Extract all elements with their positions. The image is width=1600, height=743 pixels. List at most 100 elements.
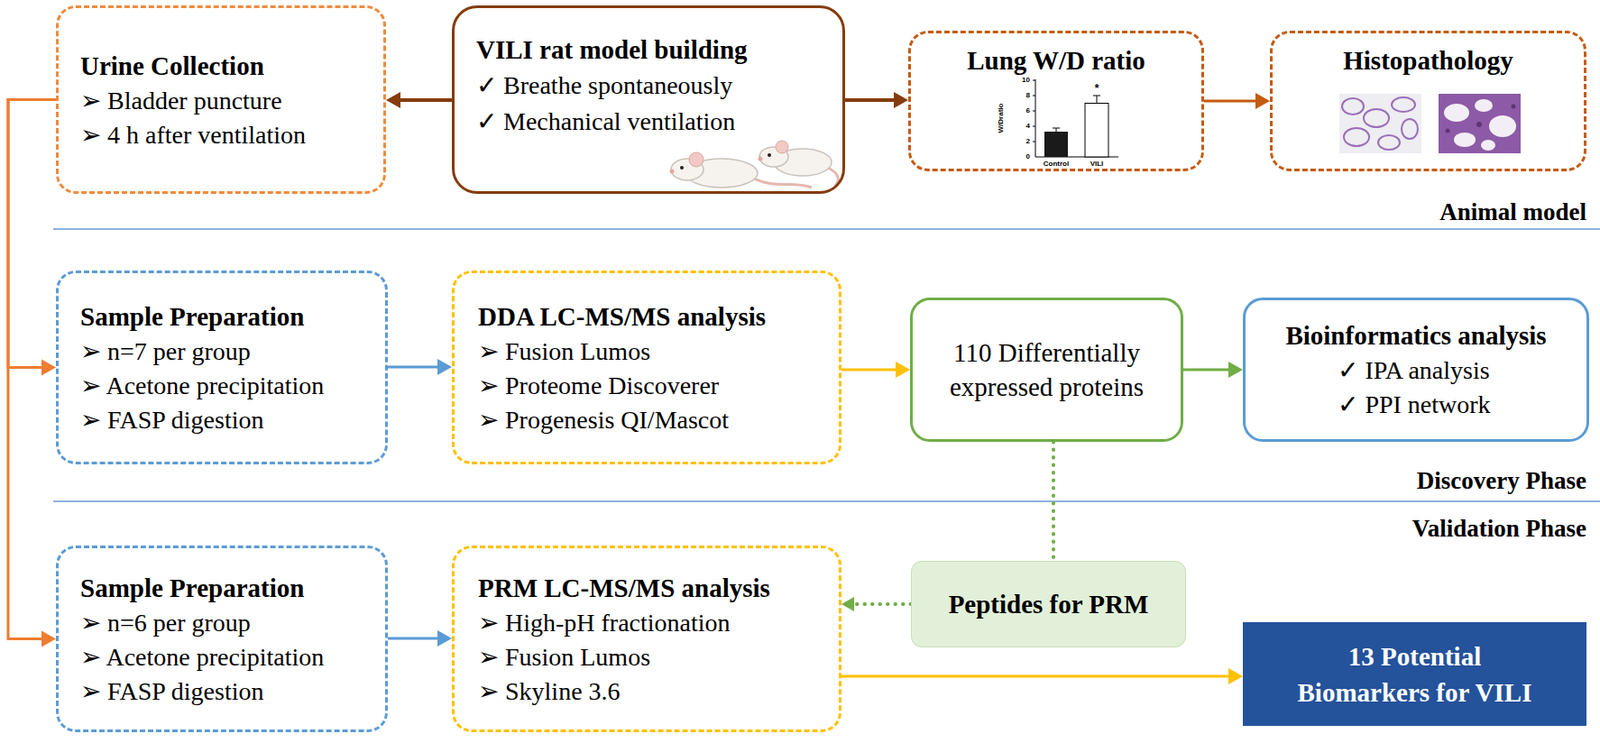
text-group: Lung W/D ratio <box>966 42 1146 79</box>
process-box: Sample Preparation➢ n=7 per group➢ Aceto… <box>55 270 388 465</box>
model-box: VILI rat model building✓ Breathe spontan… <box>451 5 846 194</box>
box-text: ➢ Progenesis QI/Mascot <box>478 403 729 438</box>
connector-line <box>8 100 56 368</box>
box-text: ➢ n=7 per group <box>80 334 251 369</box>
arrow-head <box>841 597 855 612</box>
text-group: Peptides for PRM <box>948 586 1150 623</box>
text-group: VILI rat model building✓ Breathe spontan… <box>476 31 748 140</box>
connector <box>1204 92 1270 110</box>
process-box: PRM LC-MS/MS analysis➢ High-pH fractiona… <box>451 545 842 733</box>
box-title: Peptides for PRM <box>948 586 1150 623</box>
input-box: Peptides for PRM <box>910 560 1187 648</box>
box-title: Sample Preparation <box>80 570 304 607</box>
output-box: 13 Potential Biomarkers for VILI <box>1242 622 1587 727</box>
analysis-box: Bioinformatics analysis✓ IPA analysis✓ P… <box>1242 297 1590 442</box>
section-label: Animal model <box>1315 198 1587 226</box>
arrow-head <box>41 359 56 377</box>
box-text: ✓ Mechanical ventilation <box>476 103 736 140</box>
box-title: Histopathology <box>1342 42 1514 79</box>
axis-tick: 10 <box>1008 75 1030 85</box>
text-group: Bioinformatics analysis✓ IPA analysis✓ P… <box>1285 317 1546 423</box>
significance-mark: * <box>1087 83 1106 93</box>
arrow-head <box>1228 668 1243 685</box>
box-title: Urine Collection <box>80 47 265 84</box>
box-title: DDA LC-MS/MS analysis <box>478 298 766 335</box>
process-box: Sample Preparation➢ n=6 per group➢ Aceto… <box>55 545 388 733</box>
box-title: 13 Potential Biomarkers for VILI <box>1279 638 1551 711</box>
arrow-head <box>437 358 452 376</box>
section-divider <box>53 500 1600 503</box>
connector <box>841 668 1243 685</box>
connector <box>387 358 452 376</box>
connector <box>387 630 452 647</box>
axis-tick: 6 <box>1008 106 1030 116</box>
box-title: 110 Differentially expressed proteins <box>928 335 1166 405</box>
box-text: ➢ FASP digestion <box>80 403 264 438</box>
text-group: 110 Differentially expressed proteins <box>928 335 1166 405</box>
connector <box>8 100 56 377</box>
connector-line <box>852 602 911 607</box>
connector-line <box>841 368 898 372</box>
text-group: Histopathology <box>1342 42 1514 79</box>
arrow-head <box>895 361 911 378</box>
axis-category: Control <box>1033 159 1079 169</box>
box-text: ➢ Bladder puncture <box>80 83 283 119</box>
box-title: Sample Preparation <box>80 298 304 335</box>
box-text: ➢ Acetone precipitation <box>80 368 324 404</box>
text-group: 13 Potential Biomarkers for VILI <box>1279 638 1551 711</box>
box-text: ➢ Acetone precipitation <box>80 640 324 675</box>
box-text: ➢ Skyline 3.6 <box>478 674 621 709</box>
connector <box>841 597 911 612</box>
connector <box>1183 361 1243 378</box>
connector-line <box>845 98 896 102</box>
arrow-head <box>1255 92 1270 110</box>
box-text: ➢ Proteome Discoverer <box>478 368 719 404</box>
axis-title: W/Dratio <box>996 95 1006 141</box>
section-label: Validation Phase <box>1315 514 1587 543</box>
arrow-head <box>437 630 452 647</box>
connector-line <box>398 98 452 102</box>
axis-tick: 4 <box>1008 121 1030 131</box>
connector-line <box>1204 100 1258 103</box>
box-text: ➢ High-pH fractionation <box>478 606 731 641</box>
box-text: ✓ Breathe spontaneously <box>476 67 733 104</box>
text-group: PRM LC-MS/MS analysis➢ High-pH fractiona… <box>478 570 771 709</box>
connector <box>845 91 909 109</box>
arrow-head <box>386 91 401 109</box>
connector <box>841 361 911 378</box>
result-box: Histopathology <box>1269 30 1587 172</box>
box-text: ➢ Fusion Lumos <box>478 334 651 369</box>
axis-tick: 0 <box>1008 152 1030 162</box>
section-label: Discovery Phase <box>1315 467 1587 495</box>
box-text: ✓ PPI network <box>1285 387 1490 423</box>
box-text: ✓ IPA analysis <box>1285 353 1490 388</box>
connector-line <box>1183 368 1231 372</box>
histology-image <box>1339 93 1521 154</box>
rat-illustration <box>670 140 839 188</box>
box-title: Lung W/D ratio <box>966 42 1146 79</box>
connector-line <box>387 637 440 641</box>
connector <box>1053 441 1055 561</box>
bar-chart <box>1032 79 1119 157</box>
connector <box>8 100 56 648</box>
input-box: Urine Collection➢ Bladder puncture➢ 4 h … <box>55 5 387 194</box>
axis-tick: 8 <box>1008 91 1030 101</box>
result-box: Lung W/D ratio <box>908 30 1205 172</box>
text-group: Sample Preparation➢ n=6 per group➢ Aceto… <box>80 570 324 709</box>
connector <box>386 91 452 109</box>
box-title: Bioinformatics analysis <box>1285 317 1546 354</box>
text-group: Sample Preparation➢ n=7 per group➢ Aceto… <box>80 298 324 438</box>
box-title: VILI rat model building <box>476 31 748 68</box>
arrow-head <box>893 91 909 109</box>
section-divider <box>53 228 1600 230</box>
connector-line <box>8 100 56 640</box>
text-group: Urine Collection➢ Bladder puncture➢ 4 h … <box>80 47 306 153</box>
arrow-head <box>41 631 56 648</box>
box-title: PRM LC-MS/MS analysis <box>478 570 771 607</box>
box-text: ➢ Fusion Lumos <box>478 640 651 675</box>
box-text: ➢ n=6 per group <box>80 606 251 641</box>
axis-category: VILI <box>1074 159 1120 169</box>
connector-line <box>387 366 440 369</box>
axis-tick: 2 <box>1008 137 1030 147</box>
arrow-head <box>1228 361 1243 378</box>
